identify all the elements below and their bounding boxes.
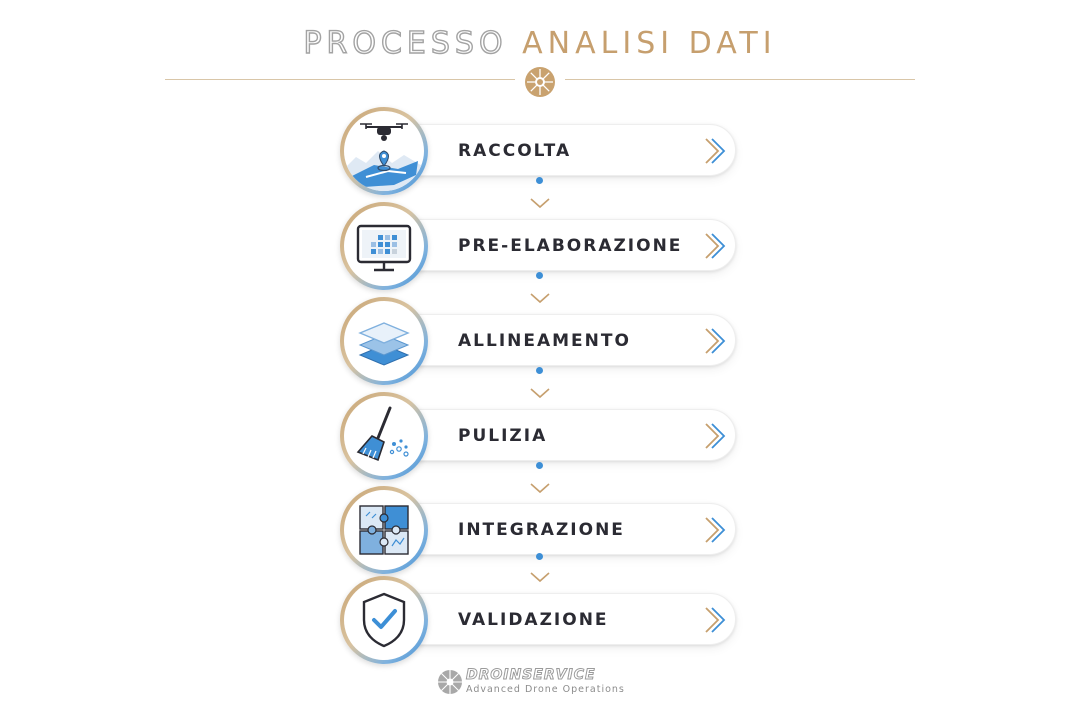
step-pill bbox=[380, 503, 736, 555]
step-raccolta: RACCOLTA bbox=[340, 107, 740, 195]
page-title: PROCESSO ANALISI DATI bbox=[0, 25, 1080, 61]
step-icon-ring bbox=[340, 392, 428, 480]
connector-dot bbox=[536, 367, 543, 374]
broom-icon bbox=[356, 406, 409, 462]
step-pulizia: PULIZIA bbox=[340, 392, 740, 480]
connector-dot bbox=[536, 272, 543, 279]
chevron-down-icon bbox=[530, 572, 550, 583]
connector-dot bbox=[536, 462, 543, 469]
chevron-down-icon bbox=[530, 293, 550, 304]
brand-name: DROINSERVICE bbox=[466, 667, 596, 684]
shield-check-icon bbox=[362, 592, 406, 648]
layers-icon bbox=[358, 322, 410, 366]
title-word-analisi-dati: ANALISI DATI bbox=[522, 26, 777, 61]
droinservice-logo bbox=[438, 670, 462, 694]
step-label: ALLINEAMENTO bbox=[458, 331, 631, 351]
step-integrazione: INTEGRAZIONE bbox=[340, 486, 740, 574]
monitor-data-icon bbox=[356, 224, 412, 272]
step-pill bbox=[380, 409, 736, 461]
step-pill bbox=[380, 219, 736, 271]
divider-left bbox=[165, 79, 515, 80]
title-word-processo: PROCESSO bbox=[303, 25, 508, 61]
step-label: RACCOLTA bbox=[458, 141, 572, 161]
step-icon-ring bbox=[340, 107, 428, 195]
chevron-right-icon bbox=[705, 517, 726, 543]
step-pill bbox=[380, 124, 736, 176]
chevron-right-icon bbox=[705, 607, 726, 633]
step-icon-ring bbox=[340, 202, 428, 290]
step-label: PULIZIA bbox=[458, 426, 548, 446]
divider-right bbox=[565, 79, 915, 80]
step-label: INTEGRAZIONE bbox=[458, 520, 625, 540]
puzzle-icon bbox=[359, 505, 409, 555]
chevron-right-icon bbox=[705, 233, 726, 259]
chevron-right-icon bbox=[705, 328, 726, 354]
step-allineamento: ALLINEAMENTO bbox=[340, 297, 740, 385]
chevron-right-icon bbox=[705, 138, 726, 164]
step-icon-ring bbox=[340, 297, 428, 385]
connector-dot bbox=[536, 177, 543, 184]
step-pill bbox=[380, 593, 736, 645]
brand-tagline: Advanced Drone Operations bbox=[466, 684, 625, 695]
step-label: VALIDAZIONE bbox=[458, 610, 609, 630]
step-icon-ring bbox=[340, 486, 428, 574]
chevron-down-icon bbox=[530, 388, 550, 399]
step-validazione: VALIDAZIONE bbox=[340, 576, 740, 664]
step-pre-elaborazione: PRE-ELABORAZIONE bbox=[340, 202, 740, 290]
drone-map-icon bbox=[344, 123, 424, 191]
chevron-right-icon bbox=[705, 423, 726, 449]
connector-dot bbox=[536, 553, 543, 560]
step-label: PRE-ELABORAZIONE bbox=[458, 236, 683, 256]
step-pill bbox=[380, 314, 736, 366]
chevron-down-icon bbox=[530, 198, 550, 209]
chevron-down-icon bbox=[530, 483, 550, 494]
emblem-icon bbox=[525, 67, 555, 97]
step-icon-ring bbox=[340, 576, 428, 664]
